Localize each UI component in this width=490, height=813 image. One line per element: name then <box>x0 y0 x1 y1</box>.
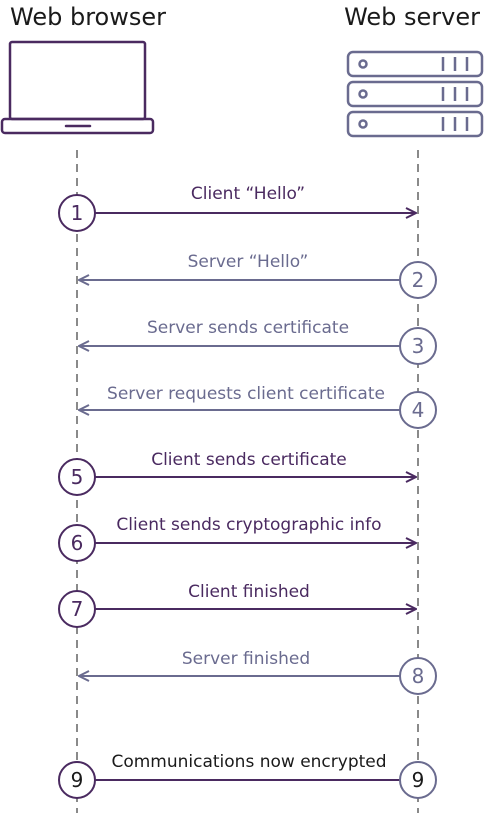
step-number-5: 5 <box>71 465 84 489</box>
step-number-4: 4 <box>412 398 425 422</box>
message-label-8: Server finished <box>182 649 310 669</box>
message-label-7: Client finished <box>188 582 310 602</box>
step-number-9-browser: 9 <box>71 768 84 792</box>
step-7: Client finished 7 <box>58 582 416 628</box>
step-number-9-server: 9 <box>412 768 425 792</box>
step-badge-8 <box>399 657 437 695</box>
message-label-3: Server sends certificate <box>147 318 349 338</box>
step-badge-9-server <box>399 761 437 799</box>
message-label-9: Communications now encrypted <box>111 752 386 772</box>
step-number-6: 6 <box>71 531 84 555</box>
web-server-title: Web server <box>344 3 480 31</box>
message-label-6: Client sends cryptographic info <box>116 515 381 535</box>
step-9: Communications now encrypted 9 9 <box>58 752 437 799</box>
step-number-7: 7 <box>71 597 84 621</box>
step-number-3: 3 <box>412 334 425 358</box>
step-5: Client sends certificate 5 <box>58 450 416 496</box>
step-badge-1 <box>58 194 96 232</box>
step-badge-3 <box>399 327 437 365</box>
step-8: Server finished 8 <box>79 649 437 695</box>
message-label-2: Server “Hello” <box>188 252 309 272</box>
step-badge-6 <box>58 524 96 562</box>
message-label-4: Server requests client certificate <box>107 384 385 404</box>
message-label-5: Client sends certificate <box>151 450 347 470</box>
step-number-8: 8 <box>412 664 425 688</box>
step-3: Server sends certificate 3 <box>79 318 437 365</box>
step-4: Server requests client certificate 4 <box>79 384 437 429</box>
step-badge-4 <box>399 391 437 429</box>
step-number-2: 2 <box>412 268 425 292</box>
step-badge-9-browser <box>58 761 96 799</box>
step-6: Client sends cryptographic info 6 <box>58 515 416 562</box>
step-badge-7 <box>58 590 96 628</box>
laptop-icon <box>0 40 155 135</box>
web-browser-title: Web browser <box>10 3 166 31</box>
step-number-1: 1 <box>71 201 84 225</box>
step-2: Server “Hello” 2 <box>79 252 437 299</box>
step-1: Client “Hello” 1 <box>58 184 416 232</box>
message-label-1: Client “Hello” <box>191 184 305 204</box>
step-badge-2 <box>399 261 437 299</box>
step-badge-5 <box>58 458 96 496</box>
server-rack-icon <box>346 50 484 138</box>
